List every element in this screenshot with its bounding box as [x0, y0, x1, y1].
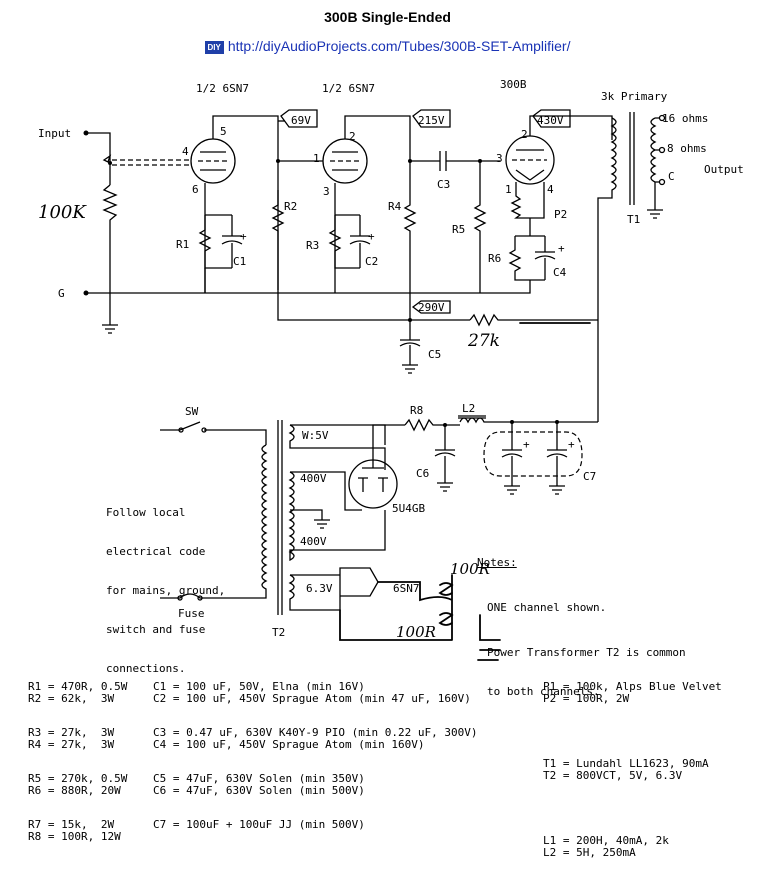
- svg-text:C: C: [668, 170, 675, 183]
- svg-text:R1: R1: [176, 238, 189, 251]
- p1-pot: [102, 184, 118, 292]
- c3-cap: [410, 151, 500, 171]
- tube1: 1/2 6SN7 5 4 6 R2 R1 C1 + 69V: [176, 82, 318, 293]
- svg-text:1: 1: [505, 183, 512, 196]
- svg-text:+: +: [568, 438, 575, 451]
- schematic: Input 100K G 1/2 6SN7 5 4 6 R2 R1 C1 + 6…: [38, 78, 744, 661]
- p2-pot: [510, 182, 545, 236]
- power-supply: SW Fuse T2 W:5V 400V 400V 6.3V 6SN7 5U4G…: [160, 402, 598, 639]
- svg-text:+: +: [523, 438, 530, 451]
- heater-mod: 100R 100R: [339, 560, 501, 661]
- svg-text:R4: R4: [388, 200, 402, 213]
- svg-text:2: 2: [349, 130, 356, 143]
- svg-text:16 ohms: 16 ohms: [662, 112, 708, 125]
- svg-text:6: 6: [192, 183, 199, 196]
- r3-c2: [328, 214, 371, 269]
- capacitor-list: C1 = 100 uF, 50V, Elna (min 16V)C2 = 100…: [153, 680, 478, 831]
- heater-tube-label: 6SN7: [393, 582, 420, 595]
- handwritten-27k: 27k: [467, 331, 500, 351]
- svg-text:C4: C4: [553, 266, 567, 279]
- svg-text:R6: R6: [488, 252, 501, 265]
- svg-text:3: 3: [323, 185, 330, 198]
- svg-text:R5: R5: [452, 223, 465, 236]
- svg-text:C2: C2: [365, 255, 378, 268]
- handwritten-100k: 100K: [38, 202, 87, 223]
- svg-text:Fuse: Fuse: [178, 607, 205, 620]
- svg-text:400V: 400V: [300, 472, 327, 485]
- r6-c4: [508, 235, 556, 281]
- tube2-label: 1/2 6SN7: [322, 82, 375, 95]
- svg-text:W:5V: W:5V: [302, 429, 329, 442]
- svg-text:4: 4: [547, 183, 554, 196]
- diagram-title: 300B Single-Ended: [324, 9, 451, 25]
- notes-box: Notes: ONE channel shown. Power Transfor…: [477, 556, 686, 698]
- svg-text:215V: 215V: [418, 114, 445, 127]
- local-code-note: Follow local electrical code for mains, …: [106, 506, 226, 675]
- primary-label: 3k Primary: [601, 90, 668, 103]
- svg-text:C5: C5: [428, 348, 441, 361]
- t1-transformer: 3k Primary 16 ohms 8 ohms C Output T1: [597, 90, 744, 320]
- svg-text:L2: L2: [462, 402, 475, 415]
- svg-text:+: +: [240, 230, 247, 243]
- svg-text:C1: C1: [233, 255, 246, 268]
- url-link[interactable]: http://diyAudioProjects.com/Tubes/300B-S…: [227, 38, 571, 54]
- input-section: Input 100K G: [38, 127, 278, 334]
- output-stage: C3 R5 300B 2 3 1 4 430V P2 R6 C4 +: [408, 78, 613, 294]
- handwritten-100r-bottom: 100R: [396, 623, 436, 641]
- svg-text:R2: R2: [284, 200, 297, 213]
- svg-text:3: 3: [496, 152, 503, 165]
- r2-resistor: [271, 190, 285, 290]
- svg-text:4: 4: [182, 145, 189, 158]
- input-label: Input: [38, 127, 71, 140]
- v215-tag: [412, 109, 451, 128]
- svg-text:6.3V: 6.3V: [306, 582, 333, 595]
- svg-text:+: +: [368, 230, 375, 243]
- svg-text:C7: C7: [583, 470, 596, 483]
- tube2: 1/2 6SN7 2 1 3 R4 R3 C2 + 215V: [276, 82, 480, 320]
- v430-tag: [532, 109, 571, 128]
- c6-cap: [434, 425, 456, 492]
- v69-tag: [280, 109, 318, 128]
- ground-label: G: [58, 287, 65, 300]
- svg-text:5: 5: [220, 125, 227, 138]
- handwritten-100r-top: 100R: [450, 560, 490, 578]
- svg-text:C3: C3: [437, 178, 450, 191]
- ground-symbol: [102, 292, 118, 334]
- t2-secondary: W:5V 400V 400V 6.3V 6SN7: [288, 424, 420, 611]
- svg-text:T1: T1: [627, 213, 640, 226]
- svg-text:P2: P2: [554, 208, 567, 221]
- svg-text:8 ohms: 8 ohms: [667, 142, 707, 155]
- diy-logo-icon: DIY: [204, 40, 224, 54]
- svg-text:T2: T2: [272, 626, 285, 639]
- svg-text:400V: 400V: [300, 535, 327, 548]
- svg-text:R3: R3: [306, 239, 319, 252]
- svg-text:SW: SW: [185, 405, 199, 418]
- v290-tag: [411, 300, 451, 314]
- svg-text:430V: 430V: [537, 114, 564, 127]
- r8-resistor: [404, 418, 460, 432]
- svg-text:+: +: [558, 242, 565, 255]
- tube1-label: 1/2 6SN7: [196, 82, 249, 95]
- svg-text:R8: R8: [410, 404, 423, 417]
- r1-c1: [198, 214, 243, 269]
- bplus-bus: 290V 27k C5: [277, 293, 599, 422]
- svg-text:Output: Output: [704, 163, 744, 176]
- svg-text:1: 1: [313, 152, 320, 165]
- c5-cap: [399, 320, 421, 374]
- svg-text:290V: 290V: [418, 301, 445, 314]
- svg-text:69V: 69V: [291, 114, 311, 127]
- svg-text:C6: C6: [416, 467, 429, 480]
- c7-can: [483, 431, 583, 477]
- tube3-label: 300B: [500, 78, 527, 91]
- svg-text:2: 2: [521, 128, 528, 141]
- rectifier-label: 5U4GB: [392, 502, 425, 515]
